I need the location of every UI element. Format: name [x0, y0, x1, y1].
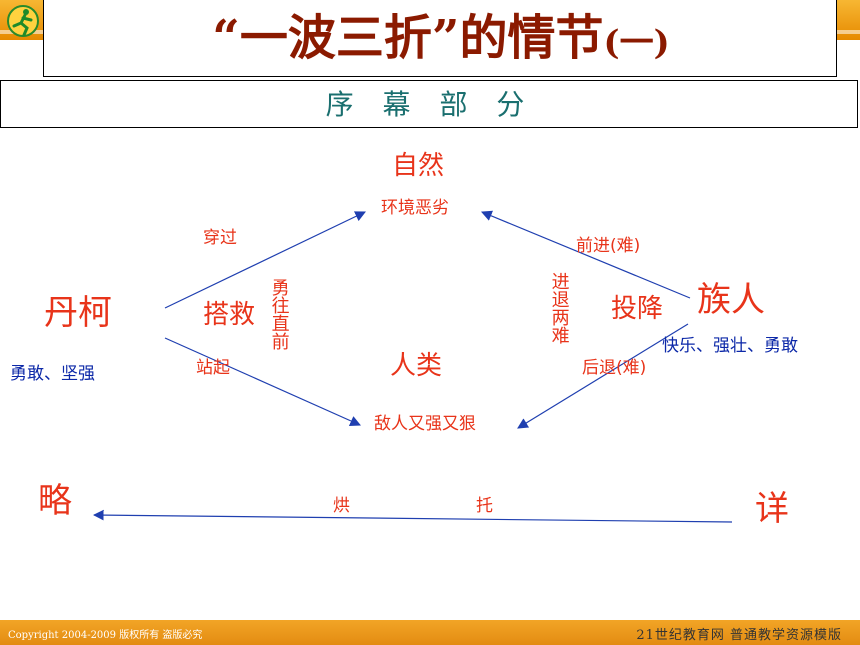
arrow-people-to-nature: [481, 210, 691, 299]
label-foil-right: 托: [476, 496, 493, 516]
edge-label-cross: 穿过: [203, 228, 237, 248]
edge-label-rescue: 搭救: [203, 300, 256, 330]
node-humans: 人类: [390, 351, 443, 381]
edge-label-retreat: 后退(难): [582, 358, 647, 378]
edge-label-dilemma: 进退两难: [548, 272, 570, 344]
arrow-detail-to-brief: [92, 509, 733, 523]
arrow-dankuo-to-enemies: [164, 337, 361, 426]
footer-brand: 21世纪教育网 普通教学资源模版: [636, 628, 842, 643]
node-people: 族人: [697, 280, 765, 320]
edge-label-brave: 勇往直前: [268, 278, 290, 350]
title-box: “一波三折”的情节(一): [43, 0, 837, 77]
footer-copyright: Copyright 2004-2009 版权所有 盗版必究: [8, 630, 203, 641]
node-nature-desc: 环境恶劣: [381, 198, 449, 218]
node-dankuo: 丹柯: [44, 293, 112, 333]
label-detail: 详: [755, 489, 789, 529]
subtitle-box: 序 幕 部 分: [0, 80, 858, 128]
footer-bar: Copyright 2004-2009 版权所有 盗版必究 21世纪教育网 普通…: [0, 620, 860, 645]
edge-label-surrender: 投降: [611, 294, 664, 324]
slide-title-suffix: (一): [603, 23, 670, 63]
slide-title-main: “一波三折”的情节: [212, 10, 604, 66]
slide-subtitle: 序 幕 部 分: [325, 88, 535, 121]
dankuo-traits: 勇敢、坚强: [10, 364, 95, 384]
people-traits: 快乐、强壮、勇敢: [662, 336, 798, 356]
slide-title: “一波三折”的情节(一): [44, 8, 838, 73]
arrow-dankuo-to-nature: [164, 211, 366, 309]
node-humans-desc: 敌人又强又狠: [374, 414, 476, 434]
runner-logo-icon: [7, 5, 39, 37]
arrow-people-to-enemies: [517, 323, 689, 429]
edge-label-forward: 前进(难): [576, 236, 641, 256]
node-nature: 自然: [392, 151, 445, 181]
label-brief: 略: [38, 481, 72, 521]
label-foil-left: 烘: [333, 496, 350, 516]
edge-label-standup: 站起: [196, 358, 230, 378]
